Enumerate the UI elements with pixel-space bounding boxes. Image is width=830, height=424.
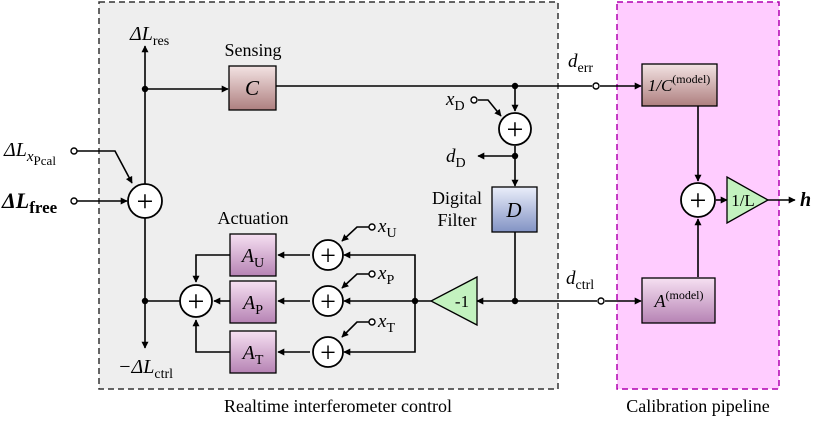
x-p-label: xP	[377, 263, 394, 288]
sum-junction-left: +	[127, 183, 163, 219]
gain-inverse-l-triangle: 1/L	[726, 175, 770, 225]
sum-junction-calibration: +	[680, 182, 716, 218]
x-u-label: xU	[377, 216, 397, 241]
x-t-label: xT	[377, 311, 395, 336]
svg-text:-1: -1	[455, 292, 469, 311]
sensing-label: Sensing	[224, 40, 281, 60]
gain-minus-one-triangle: -1	[429, 275, 478, 327]
svg-text:+: +	[690, 184, 707, 217]
delta-l-res-label: ΔLres	[129, 23, 169, 49]
actuation-model-block: A(model)	[641, 277, 716, 324]
digital-filter-block: D	[491, 186, 538, 233]
terminals	[70, 82, 605, 326]
digital-filter-label-1: Digital	[432, 188, 482, 208]
svg-text:+: +	[320, 287, 336, 318]
h-output-label: h	[800, 189, 811, 211]
realtime-region	[98, 1, 559, 390]
delta-l-xpcal-label: ΔLxPcal	[3, 139, 56, 168]
actuation-label: Actuation	[218, 208, 289, 228]
sum-junction-u: +	[312, 239, 344, 272]
wires	[77, 45, 796, 356]
actuator-a-t-block: AT	[229, 330, 277, 374]
svg-text:1/L: 1/L	[731, 191, 755, 210]
delta-l-free-label: ΔLfree	[1, 188, 58, 217]
calibration-caption: Calibration pipeline	[626, 396, 769, 416]
svg-text:A(model): A(model)	[654, 288, 704, 311]
digital-filter-label-2: Filter	[438, 210, 477, 230]
svg-text:AP: AP	[241, 292, 263, 318]
svg-text:+: +	[188, 285, 205, 318]
x-d-label: xD	[445, 89, 465, 114]
svg-text:AU: AU	[240, 245, 264, 271]
actuator-a-u-block: AU	[229, 233, 277, 277]
svg-text:D: D	[505, 198, 521, 222]
delta-l-ctrl-label: −ΔLctrl	[118, 356, 173, 382]
actuator-a-p-block: AP	[229, 280, 277, 324]
svg-text:+: +	[137, 185, 154, 218]
sensing-block: C	[228, 65, 277, 111]
svg-text:+: +	[320, 338, 336, 369]
d-err-label: derr	[568, 51, 593, 76]
sum-junction-d: +	[498, 112, 532, 146]
svg-text:+: +	[320, 241, 336, 272]
d-ctrl-label: dctrl	[566, 268, 594, 293]
inverse-sensing-model-block: 1/C(model)	[641, 63, 718, 107]
svg-text:+: +	[507, 113, 524, 146]
sum-junction-p: +	[312, 285, 344, 318]
sum-junction-actuation: +	[179, 284, 213, 318]
d-d-label: dD	[446, 146, 466, 171]
realtime-caption: Realtime interferometer control	[224, 396, 452, 416]
junction-dots	[141, 82, 519, 305]
svg-text:AT: AT	[241, 342, 264, 368]
svg-text:1/C(model): 1/C(model)	[648, 72, 711, 95]
sum-junction-t: +	[312, 336, 344, 369]
svg-text:C: C	[245, 76, 260, 100]
